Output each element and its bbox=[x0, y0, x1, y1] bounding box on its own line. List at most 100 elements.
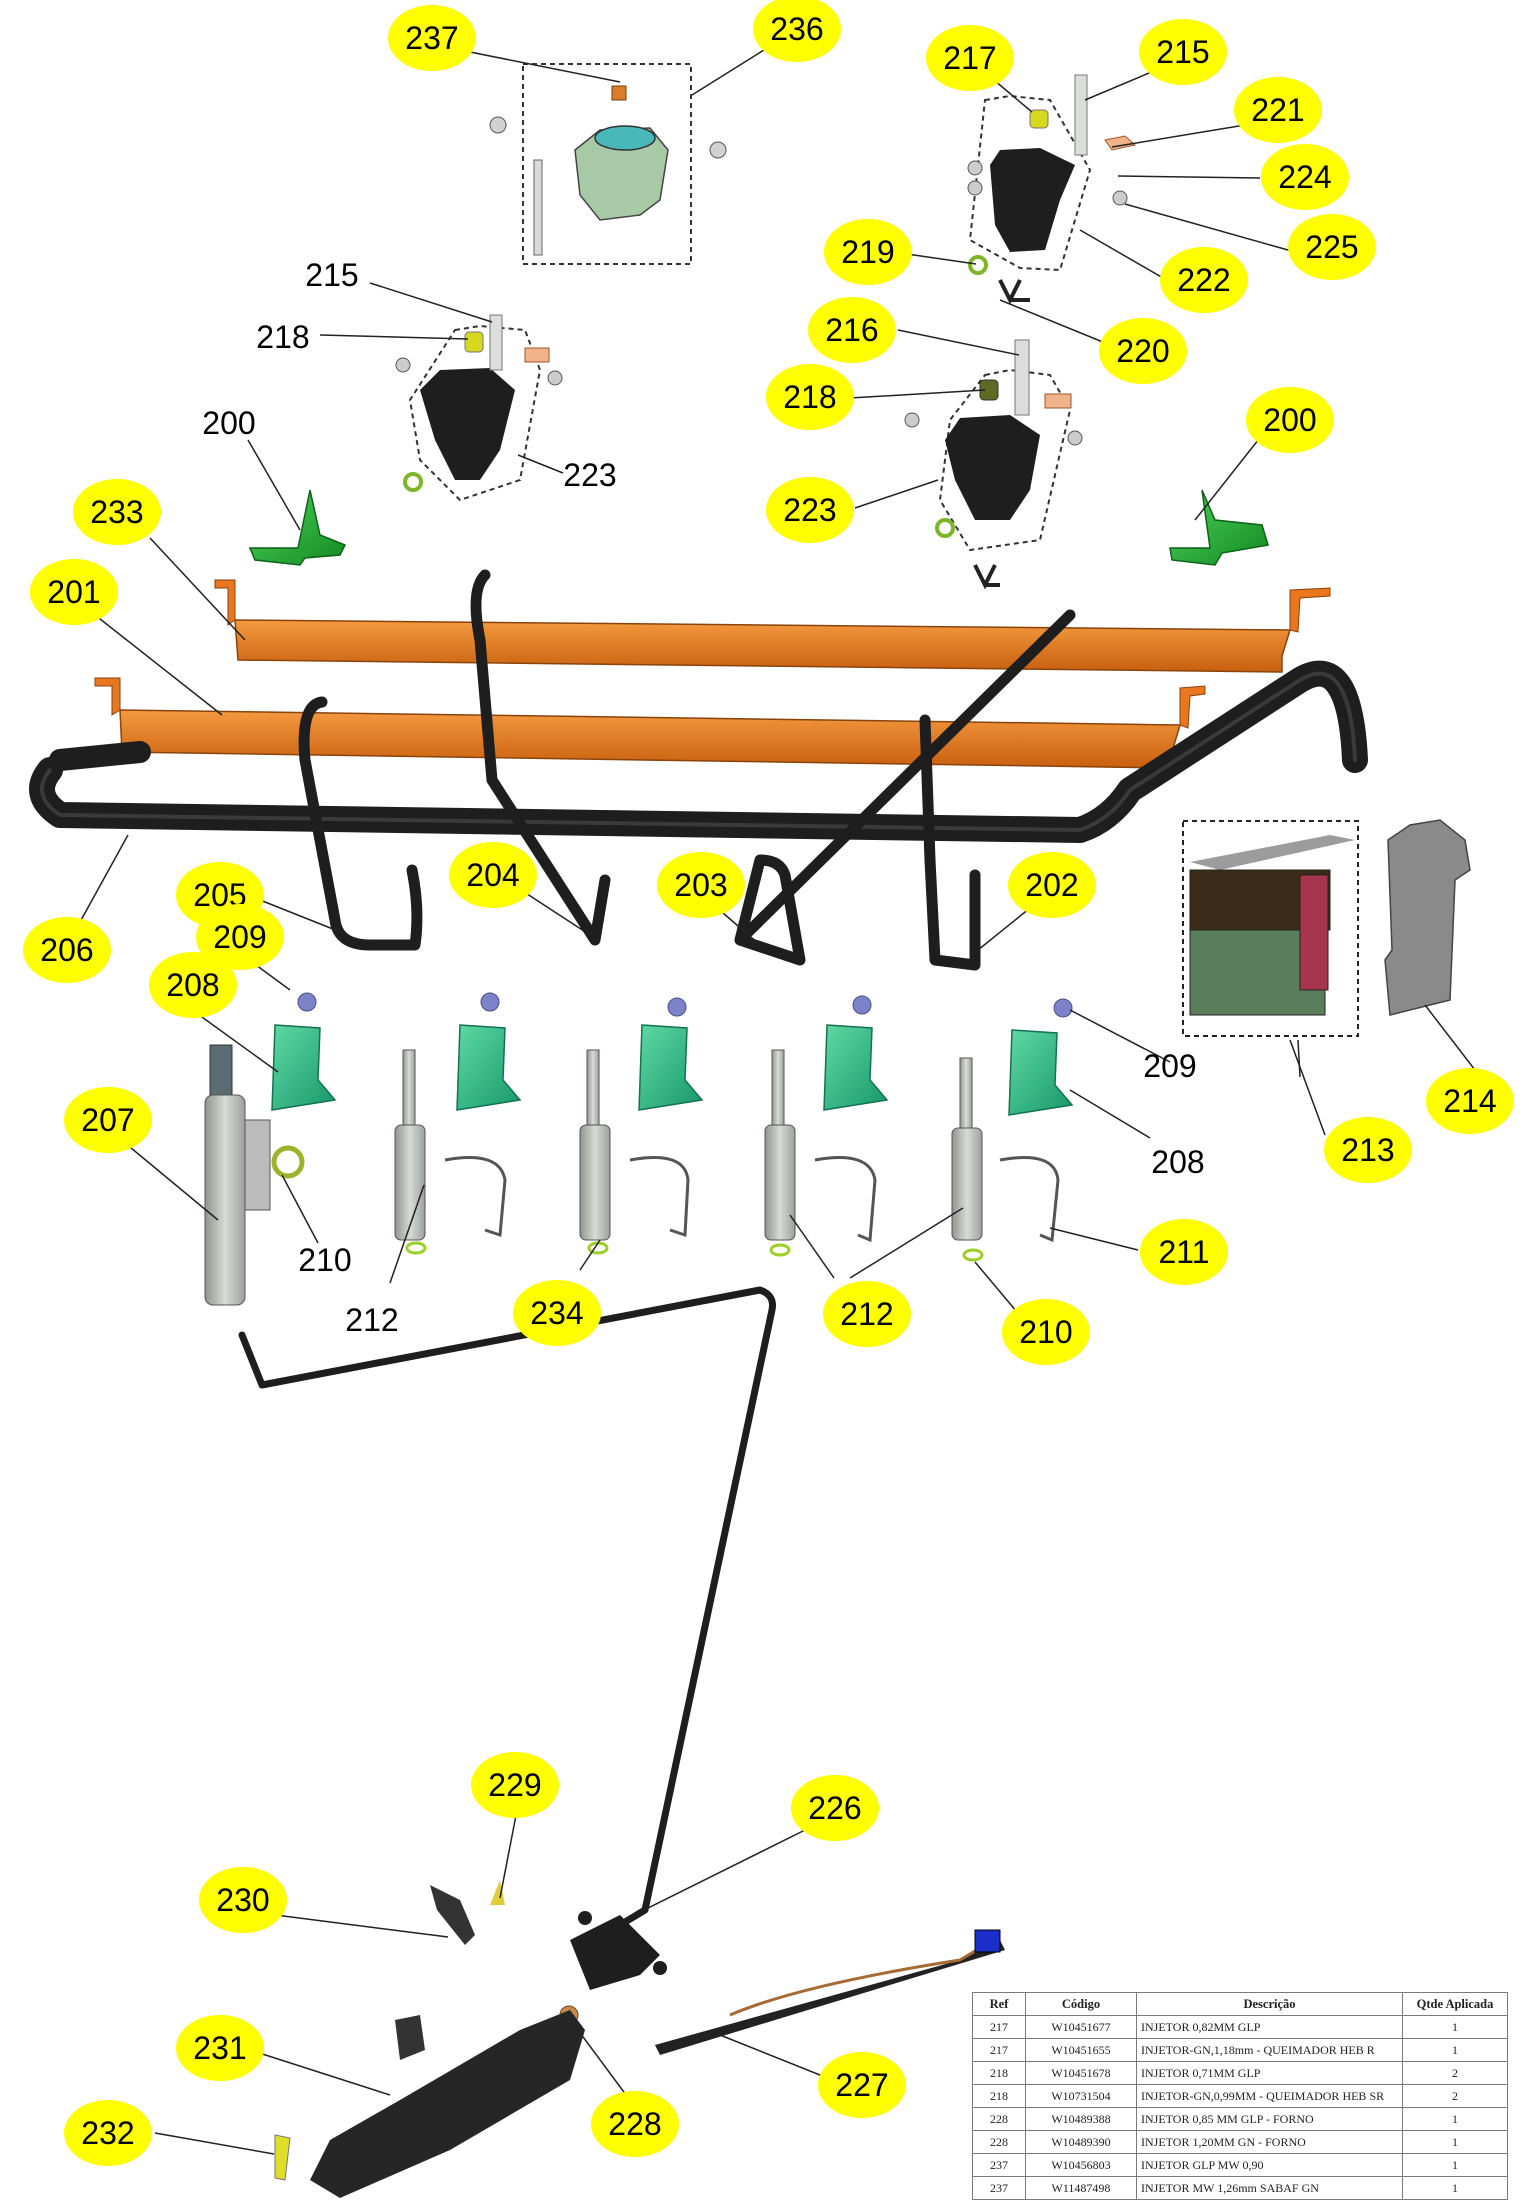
callout-216: 216 bbox=[808, 297, 896, 363]
callout-215: 215 bbox=[1139, 19, 1227, 85]
callout-label: 203 bbox=[674, 867, 727, 903]
ignition-module-213 bbox=[1182, 820, 1359, 1037]
table-row: 228 W10489388 INJETOR 0,85 MM GLP - FORN… bbox=[972, 2107, 1508, 2131]
callout-bubble bbox=[471, 1752, 559, 1818]
callout-211: 211 bbox=[1140, 1219, 1228, 1285]
callout-204: 204 bbox=[449, 842, 537, 908]
mounting-plate-214 bbox=[1384, 819, 1471, 1016]
cell-qtde: 1 bbox=[1402, 2176, 1508, 2200]
callout-bubble bbox=[1160, 247, 1248, 313]
cell-ref: 228 bbox=[972, 2107, 1026, 2131]
callout-bubble bbox=[1140, 1219, 1228, 1285]
callout-bubble bbox=[591, 2091, 679, 2157]
callout-218: 218 bbox=[256, 319, 309, 355]
cell-ref: 237 bbox=[972, 2153, 1026, 2177]
callout-bubble bbox=[1002, 1299, 1090, 1365]
cell-ref: 237 bbox=[972, 2176, 1026, 2200]
callout-203: 203 bbox=[657, 852, 745, 918]
cell-codigo: W10456803 bbox=[1025, 2153, 1137, 2177]
callout-label: 210 bbox=[298, 1242, 351, 1278]
callout-221: 221 bbox=[1234, 77, 1322, 143]
callout-label: 209 bbox=[213, 919, 266, 955]
cell-qtde: 1 bbox=[1402, 2153, 1508, 2177]
callout-label: 210 bbox=[1019, 1314, 1072, 1350]
callout-bubble bbox=[196, 904, 284, 970]
callout-223: 223 bbox=[563, 457, 616, 493]
callout-label: 220 bbox=[1116, 333, 1169, 369]
callout-label: 208 bbox=[1151, 1144, 1204, 1180]
callout-bubble bbox=[926, 25, 1014, 91]
callout-label: 228 bbox=[608, 2106, 661, 2142]
valve-row bbox=[204, 992, 1074, 1306]
callout-bubble bbox=[1099, 318, 1187, 384]
callout-bubble bbox=[1139, 19, 1227, 85]
parts-table-header: Ref Código Descrição Qtde Aplicada bbox=[972, 1992, 1508, 2016]
callout-label: 208 bbox=[166, 967, 219, 1003]
callout-label: 215 bbox=[305, 257, 358, 293]
callout-bubble bbox=[1246, 387, 1334, 453]
callout-label: 206 bbox=[40, 932, 93, 968]
callout-bubble bbox=[753, 0, 841, 62]
valve-assembly-right bbox=[904, 339, 1083, 590]
parts-table: Ref Código Descrição Qtde Aplicada 217 W… bbox=[972, 1992, 1508, 2200]
callout-bubble bbox=[766, 364, 854, 430]
green-support-left bbox=[248, 489, 347, 566]
callout-223: 223 bbox=[766, 477, 854, 543]
cell-qtde: 1 bbox=[1402, 2038, 1508, 2062]
callout-bubble bbox=[64, 1087, 152, 1153]
callout-label: 234 bbox=[530, 1295, 583, 1331]
callout-label: 212 bbox=[345, 1302, 398, 1338]
cell-descricao: INJETOR 0,71MM GLP bbox=[1136, 2061, 1403, 2085]
callout-bubble bbox=[824, 219, 912, 285]
callout-bubble bbox=[818, 2052, 906, 2118]
cell-descricao: INJETOR 0,85 MM GLP - FORNO bbox=[1136, 2107, 1403, 2131]
callout-label: 213 bbox=[1341, 1132, 1394, 1168]
cell-qtde: 1 bbox=[1402, 2107, 1508, 2131]
callout-label: 231 bbox=[193, 2030, 246, 2066]
callout-bubble bbox=[30, 559, 118, 625]
callout-208: 208 bbox=[149, 952, 237, 1018]
table-row: 228 W10489390 INJETOR 1,20MM GN - FORNO … bbox=[972, 2130, 1508, 2154]
col-codigo: Código bbox=[1025, 1992, 1137, 2016]
callout-202: 202 bbox=[1008, 852, 1096, 918]
callout-bubble bbox=[449, 842, 537, 908]
callout-label: 236 bbox=[770, 11, 823, 47]
callout-bubble bbox=[64, 2100, 152, 2166]
callout-220: 220 bbox=[1099, 318, 1187, 384]
callout-label: 225 bbox=[1305, 229, 1358, 265]
col-descricao: Descrição bbox=[1136, 1992, 1403, 2016]
cell-descricao: INJETOR GLP MW 0,90 bbox=[1136, 2153, 1403, 2177]
burner-valve-assembly-236 bbox=[489, 63, 727, 265]
callout-209: 209 bbox=[1143, 1048, 1196, 1084]
orange-bracket-201 bbox=[94, 677, 1206, 769]
callout-bubble bbox=[823, 1281, 911, 1347]
callout-label: 201 bbox=[47, 574, 100, 610]
callout-222: 222 bbox=[1160, 247, 1248, 313]
gas-tubes-202-205 bbox=[298, 569, 1076, 971]
callout-bubble bbox=[513, 1280, 601, 1346]
callout-label: 221 bbox=[1251, 92, 1304, 128]
cell-codigo: W11487498 bbox=[1025, 2176, 1137, 2200]
callout-200: 200 bbox=[1246, 387, 1334, 453]
cell-codigo: W10451677 bbox=[1025, 2015, 1137, 2039]
table-row: 217 W10451677 INJETOR 0,82MM GLP 1 bbox=[972, 2015, 1508, 2039]
callout-bubble bbox=[1234, 77, 1322, 143]
callout-bubble bbox=[1008, 852, 1096, 918]
cell-qtde: 2 bbox=[1402, 2061, 1508, 2085]
callout-label: 223 bbox=[783, 492, 836, 528]
callout-224: 224 bbox=[1261, 144, 1349, 210]
oven-gas-line bbox=[238, 1286, 776, 1929]
valve-assembly-upper-right bbox=[967, 74, 1137, 305]
callout-label: 204 bbox=[466, 857, 519, 893]
gas-manifold-pipe-206 bbox=[29, 660, 1368, 843]
callout-208: 208 bbox=[1151, 1144, 1204, 1180]
cell-descricao: INJETOR-GN,1,18mm - QUEIMADOR HEB R bbox=[1136, 2038, 1403, 2062]
callout-label: 232 bbox=[81, 2115, 134, 2151]
callout-label: 217 bbox=[943, 40, 996, 76]
callout-229: 229 bbox=[471, 1752, 559, 1818]
callout-225: 225 bbox=[1288, 214, 1376, 280]
callout-label: 230 bbox=[216, 1882, 269, 1918]
callout-label: 222 bbox=[1177, 262, 1230, 298]
callout-bubble bbox=[388, 5, 476, 71]
